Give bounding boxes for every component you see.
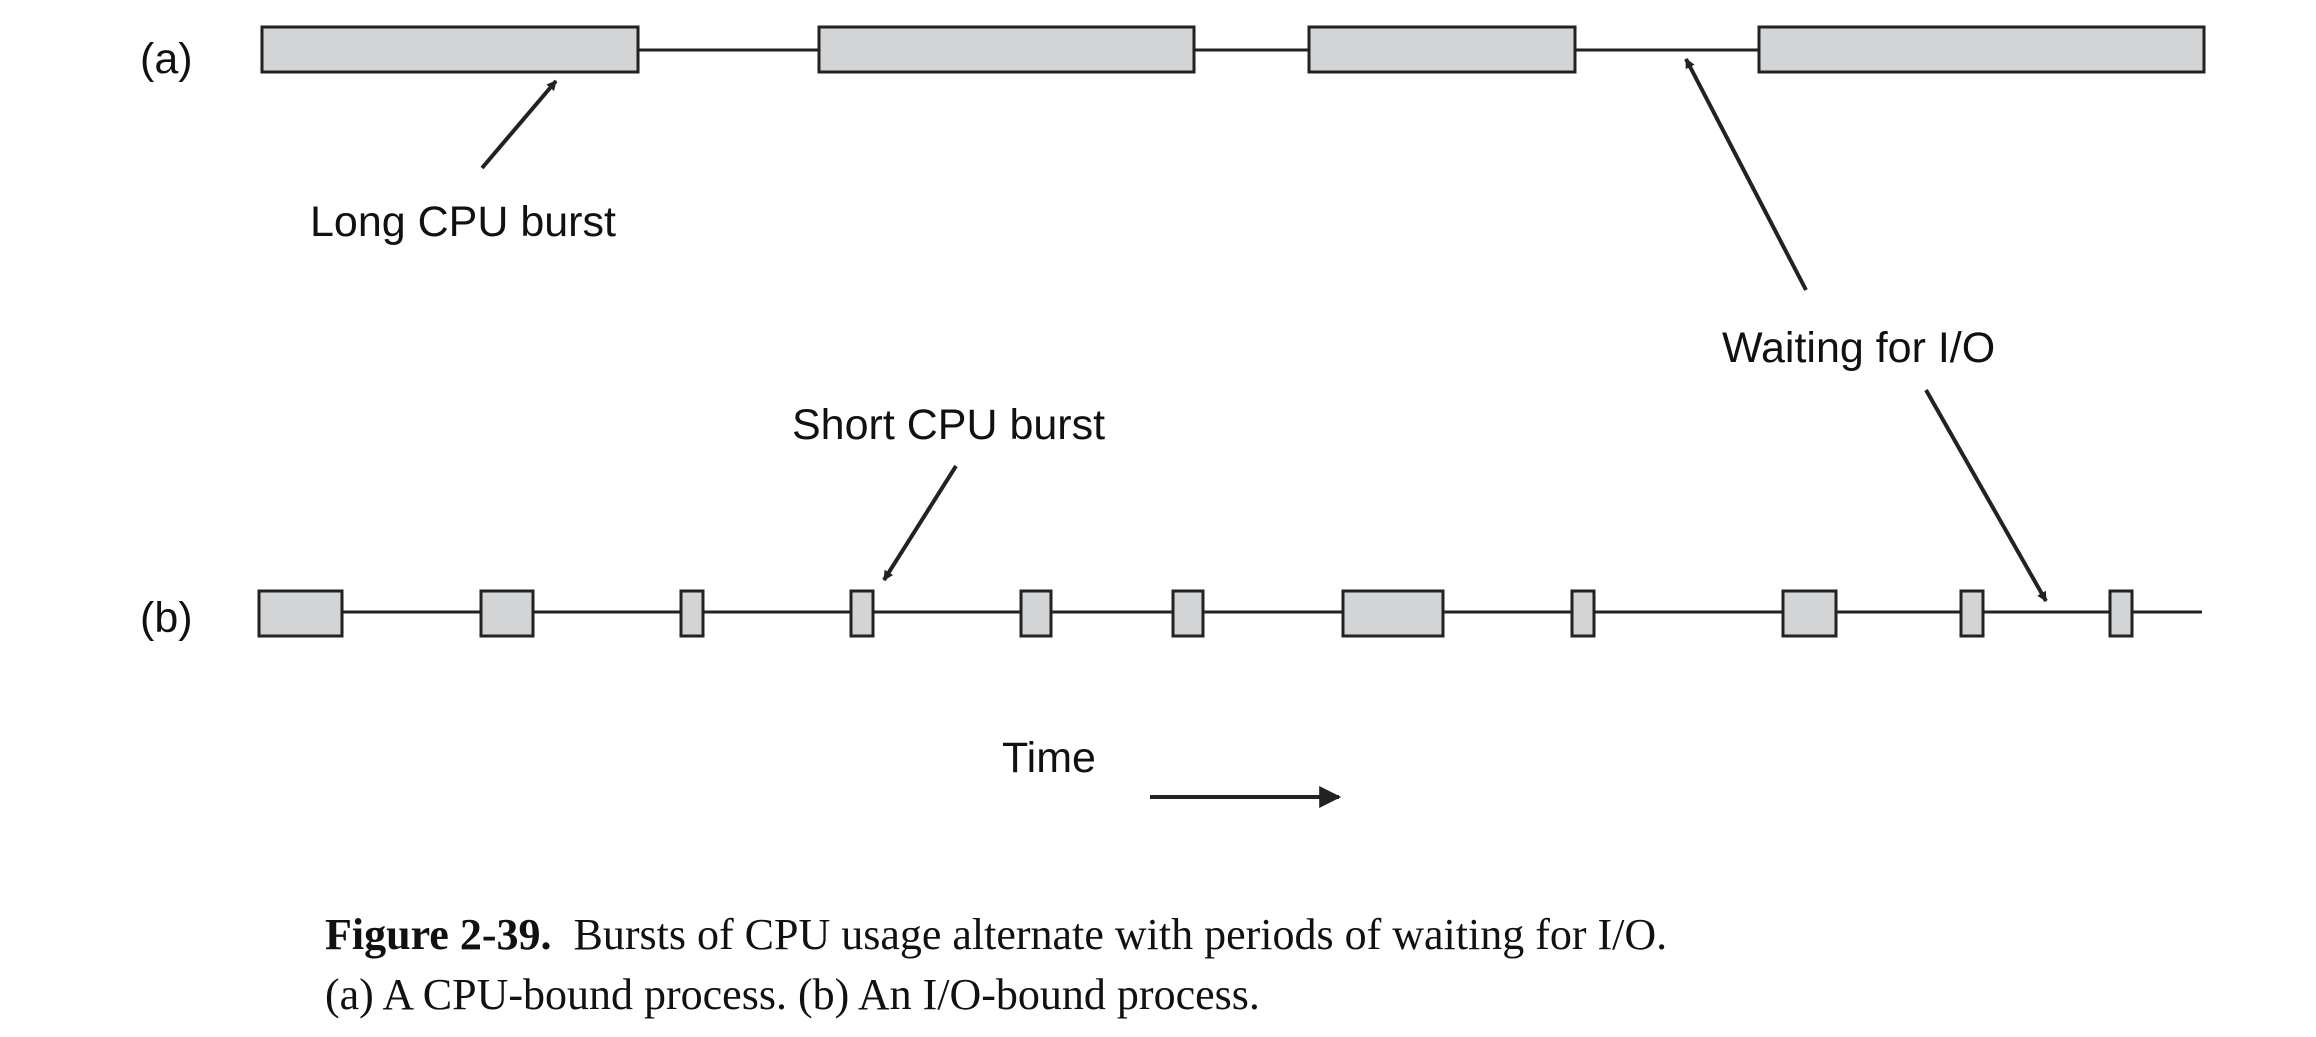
caption-line-1: Figure 2-39. Bursts of CPU usage alterna…: [325, 905, 2225, 965]
cpu-burst: [479, 589, 535, 638]
cpu-burst: [1781, 589, 1838, 638]
cpu-burst: [1570, 589, 1596, 638]
row-a-label: (a): [140, 35, 193, 83]
waiting-io-label: Waiting for I/O: [1722, 324, 1995, 372]
cpu-burst: [849, 589, 875, 638]
cpu-burst: [817, 25, 1196, 74]
caption-text-1: Bursts of CPU usage alternate with perio…: [573, 910, 1668, 959]
cpu-burst: [679, 589, 705, 638]
cpu-burst: [1341, 589, 1445, 638]
row-a-timeline: [260, 25, 2206, 74]
cpu-burst: [1959, 589, 1985, 638]
row-b-timeline: [257, 589, 2202, 638]
cpu-burst: [1019, 589, 1053, 638]
cpu-burst: [257, 589, 344, 638]
waiting-io-arrow-down: [1924, 389, 2048, 602]
short-burst-arrow: [882, 464, 958, 582]
cpu-burst: [260, 25, 640, 74]
cpu-burst: [2108, 589, 2134, 638]
figure-number: Figure 2-39.: [325, 910, 552, 959]
cpu-burst: [1171, 589, 1205, 638]
cpu-burst: [1307, 25, 1577, 74]
figure-caption: Figure 2-39. Bursts of CPU usage alterna…: [325, 905, 2225, 1025]
short-burst-label: Short CPU burst: [792, 401, 1105, 449]
long-burst-label: Long CPU burst: [310, 198, 616, 246]
caption-line-2: (a) A CPU-bound process. (b) An I/O-boun…: [325, 965, 2225, 1025]
time-label: Time: [1002, 734, 1096, 782]
long-burst-arrow: [480, 79, 558, 170]
cpu-burst: [1757, 25, 2206, 74]
caption-text-2: (a) A CPU-bound process. (b) An I/O-boun…: [325, 970, 1260, 1019]
row-b-label: (b): [140, 594, 193, 642]
waiting-io-arrow-up: [1684, 58, 1808, 291]
